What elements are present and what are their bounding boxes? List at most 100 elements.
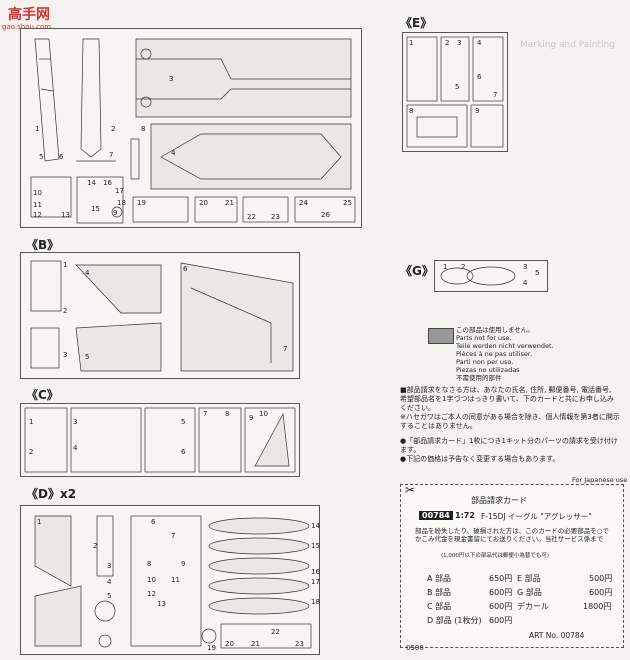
sprue-g-drawing <box>440 266 516 286</box>
part-label: 11 <box>33 201 42 209</box>
part-label: 3 <box>73 418 78 426</box>
note-request: ■部品請求をなさる方は、あなたの氏名, 住所, 郵便番号, 電話番号, 希望部品… <box>400 386 614 412</box>
sprue-a-drawing <box>30 38 356 224</box>
part-label: 2 <box>29 448 34 456</box>
part-label: 22 <box>247 213 256 221</box>
part-label: 9 <box>113 209 118 217</box>
parts-request-notes: ■部品請求をなさる方は、あなたの氏名, 住所, 郵便番号, 電話番号, 希望部品… <box>400 386 620 464</box>
part-label: 20 <box>225 640 234 648</box>
legend-line: Piezas no utilizadas <box>456 366 520 374</box>
part-label: 18 <box>311 598 320 606</box>
price-part: G 部品 <box>517 588 542 597</box>
part-label: 8 <box>147 560 152 568</box>
part-label: 5 <box>181 418 186 426</box>
part-label: 3 <box>107 562 112 570</box>
sprue-d-drawing <box>34 515 312 649</box>
background-faint-text: Marking and Painting <box>520 40 615 50</box>
price-part: B 部品 <box>427 588 452 597</box>
sprue-d-frame: 1 2 3 4 5 6 7 8 9 10 11 12 13 14 15 16 1… <box>20 505 320 655</box>
section-g-label: 《G》 <box>400 264 434 278</box>
part-label: 6 <box>59 153 64 161</box>
part-label: 10 <box>33 189 42 197</box>
price-value: 500円 <box>589 574 613 583</box>
note-privacy: ※ハセガワはご本人の同意がある場合を除き、個人情報を第3者に開示することはありま… <box>400 413 620 430</box>
part-label: 6 <box>151 518 156 526</box>
unused-parts-legend: この部品は使用しません。 Parts not for use. Teile we… <box>456 326 554 382</box>
section-e-label: 《E》 <box>400 16 433 30</box>
part-label: 3 <box>63 351 68 359</box>
section-d-label: 《D》x2 <box>26 487 77 501</box>
part-label: 16 <box>311 568 320 576</box>
part-label: 24 <box>299 199 308 207</box>
part-label: 2 <box>445 39 450 47</box>
sprue-e-drawing <box>406 36 504 148</box>
part-label: 5 <box>455 83 460 91</box>
price-part: D 部品 (1枚分) <box>427 616 482 625</box>
part-label: 21 <box>225 199 234 207</box>
parts-request-card: ✂ 部品請求カード 00784 1:72 F-15DJ イーグル "アグレッサー… <box>400 483 624 648</box>
note-one-kit: ●「部品請求カード」1枚につき1キット分のパーツの請求を受け付けます。 <box>400 437 618 454</box>
part-label: 23 <box>295 640 304 648</box>
part-label: 20 <box>199 199 208 207</box>
part-label: 6 <box>181 448 186 456</box>
kit-scale: 1:72 <box>455 511 475 520</box>
part-label: 4 <box>477 39 482 47</box>
part-label: 2 <box>111 125 116 133</box>
part-label: 15 <box>91 205 100 213</box>
sprue-c-frame: 1 2 3 4 5 6 7 8 9 10 <box>20 403 300 477</box>
card-title: 部品請求カード <box>471 496 527 505</box>
sprue-b-drawing <box>30 260 294 372</box>
part-label: 19 <box>207 644 216 652</box>
part-label: 9 <box>249 414 254 422</box>
part-label: 16 <box>103 179 112 187</box>
unused-parts-swatch <box>428 328 454 344</box>
part-label: 4 <box>73 444 78 452</box>
part-label: 17 <box>311 578 320 586</box>
sprue-b-frame: 1 2 3 4 5 6 7 <box>20 252 300 379</box>
part-label: 15 <box>311 542 320 550</box>
part-label: 4 <box>85 269 90 277</box>
price-part: E 部品 <box>517 574 541 583</box>
part-label: 13 <box>157 600 166 608</box>
legend-line: Parts not for use. <box>456 334 512 342</box>
legend-line: この部品は使用しません。 <box>456 326 534 334</box>
part-label: 1 <box>443 263 448 271</box>
part-label: 17 <box>115 187 124 195</box>
part-label: 9 <box>475 107 480 115</box>
part-label: 14 <box>311 522 320 530</box>
part-label: 5 <box>107 592 112 600</box>
part-label: 7 <box>493 91 498 99</box>
part-label: 5 <box>85 353 90 361</box>
footer-code: 0508 <box>406 644 424 652</box>
part-label: 26 <box>321 211 330 219</box>
part-label: 18 <box>117 199 126 207</box>
part-label: 23 <box>271 213 280 221</box>
price-value: 650円 <box>489 574 513 583</box>
part-label: 19 <box>137 199 146 207</box>
card-subnote: (1,000円以下の部品代は郵便小為替でも可) <box>441 553 550 559</box>
part-label: 1 <box>63 261 68 269</box>
note-price-change: ●下記の価格は予告なく変更する場合もあります。 <box>400 455 560 463</box>
legend-line: Teile werden nicht verwendet. <box>456 342 554 350</box>
price-value: 600円 <box>489 602 513 611</box>
section-c-label: 《C》 <box>26 388 59 402</box>
part-label: 3 <box>523 263 528 271</box>
price-part: デカール <box>517 602 549 611</box>
part-label: 25 <box>343 199 352 207</box>
part-label: 10 <box>259 410 268 418</box>
part-label: 8 <box>141 125 146 133</box>
sprue-a-frame: 1 2 3 4 5 6 7 8 9 10 11 12 13 14 15 16 1… <box>20 28 362 228</box>
part-label: 4 <box>171 149 176 157</box>
part-label: 2 <box>63 307 68 315</box>
part-label: 7 <box>171 532 176 540</box>
part-label: 11 <box>171 576 180 584</box>
part-label: 9 <box>181 560 186 568</box>
part-label: 4 <box>107 578 112 586</box>
part-label: 4 <box>523 279 528 287</box>
kit-name: F-15DJ イーグル "アグレッサー" <box>481 512 592 521</box>
part-label: 1 <box>29 418 34 426</box>
part-label: 3 <box>457 39 462 47</box>
part-label: 5 <box>535 269 540 277</box>
price-value: 1800円 <box>583 602 612 611</box>
part-label: 8 <box>225 410 230 418</box>
